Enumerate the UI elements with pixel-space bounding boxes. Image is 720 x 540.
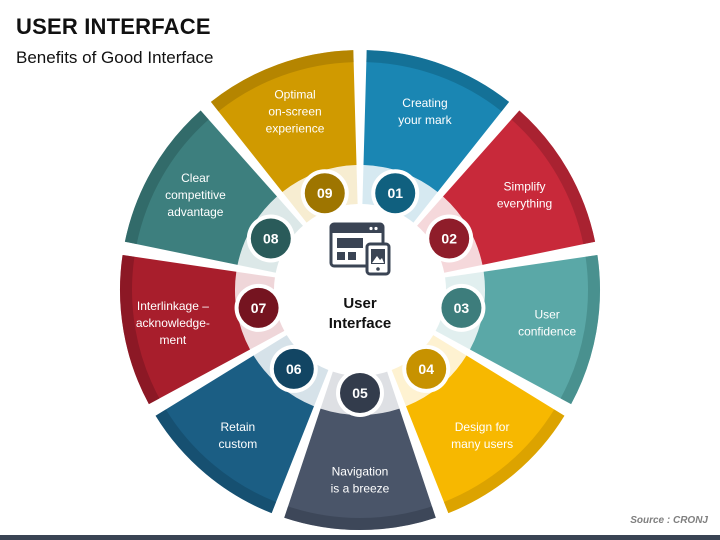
segment-number: 04 bbox=[418, 361, 434, 377]
number-badge bbox=[250, 218, 291, 259]
segment-label-line: User bbox=[534, 307, 559, 321]
number-badge bbox=[340, 373, 380, 413]
segment-rim bbox=[366, 50, 510, 112]
segment-number: 05 bbox=[352, 385, 368, 401]
number-badge bbox=[375, 173, 416, 214]
segment-rim bbox=[120, 254, 160, 405]
segment-number: 03 bbox=[454, 300, 470, 316]
segment-label-line: confidence bbox=[518, 324, 576, 338]
number-badge bbox=[238, 287, 279, 328]
center-label-line-2: Interface bbox=[329, 315, 392, 332]
segment-number: 09 bbox=[317, 185, 333, 201]
segment-09: 09 Optimal on-screen experience bbox=[210, 50, 358, 223]
segment-label-line: advantage bbox=[167, 205, 223, 219]
number-badge bbox=[273, 348, 314, 389]
segment-label-line: Navigation bbox=[332, 465, 389, 479]
segment-number: 01 bbox=[387, 185, 403, 201]
segment-block bbox=[120, 254, 251, 405]
segment-rim bbox=[511, 110, 596, 245]
number-badge bbox=[441, 287, 482, 328]
segment-block bbox=[469, 254, 600, 405]
segment-number: 07 bbox=[251, 300, 267, 316]
segment-02: 02 Simplify everything bbox=[417, 110, 596, 273]
segment-label-line: your mark bbox=[398, 113, 452, 127]
segment-block bbox=[284, 408, 436, 530]
segment-rim bbox=[284, 506, 436, 530]
segment-03: 03 User confidence bbox=[435, 254, 600, 405]
segment-block bbox=[155, 355, 314, 514]
segment-label-line: many users bbox=[451, 437, 513, 451]
segment-label-line: Creating bbox=[402, 96, 447, 110]
page-title: USER INTERFACE bbox=[16, 14, 211, 39]
segment-label-line: Clear bbox=[181, 171, 210, 185]
web-devices-icon bbox=[329, 222, 391, 276]
number-badge bbox=[304, 173, 345, 214]
segment-rim bbox=[560, 254, 600, 405]
segment-label-line: acknowledge- bbox=[136, 316, 210, 330]
segment-label-line: Retain bbox=[221, 420, 256, 434]
segment-label-line: competitive bbox=[165, 188, 226, 202]
segment-block bbox=[406, 355, 565, 514]
center-label-line-1: User bbox=[343, 295, 377, 312]
segment-label-line: Simplify bbox=[504, 180, 546, 194]
segment-07: 07 Interlinkage – acknowledge-ment bbox=[120, 254, 285, 405]
segment-block bbox=[124, 110, 278, 265]
segment-label-line: is a breeze bbox=[331, 482, 390, 496]
segment-label-line: experience bbox=[266, 121, 325, 135]
segment-rim bbox=[124, 110, 209, 245]
segment-label-line: on-screen bbox=[268, 104, 321, 118]
number-badge bbox=[406, 348, 447, 389]
segment-08: 08 Clear competitive advantage bbox=[124, 110, 303, 273]
segment-label-line: Design for bbox=[455, 420, 510, 434]
segment-number: 08 bbox=[263, 231, 279, 247]
segment-block bbox=[442, 110, 596, 265]
footer-bar bbox=[0, 535, 720, 540]
segment-rim bbox=[443, 409, 565, 514]
page-subtitle: Benefits of Good Interface bbox=[16, 48, 214, 67]
segment-number: 02 bbox=[441, 231, 457, 247]
number-badge bbox=[429, 218, 470, 259]
segment-label-line: Interlinkage – bbox=[137, 299, 209, 313]
segment-01: 01 Creating your mark bbox=[362, 50, 510, 223]
center-circle bbox=[280, 210, 440, 370]
segment-rim bbox=[210, 50, 354, 112]
segment-label-line: custom bbox=[219, 437, 258, 451]
segment-number: 06 bbox=[286, 361, 302, 377]
segment-label-line: Optimal bbox=[274, 87, 315, 101]
segment-label-line: ment bbox=[160, 333, 187, 347]
source-credit: Source : CRONJ bbox=[630, 515, 708, 526]
segment-label-line: everything bbox=[497, 197, 552, 211]
segment-rim bbox=[155, 409, 277, 514]
